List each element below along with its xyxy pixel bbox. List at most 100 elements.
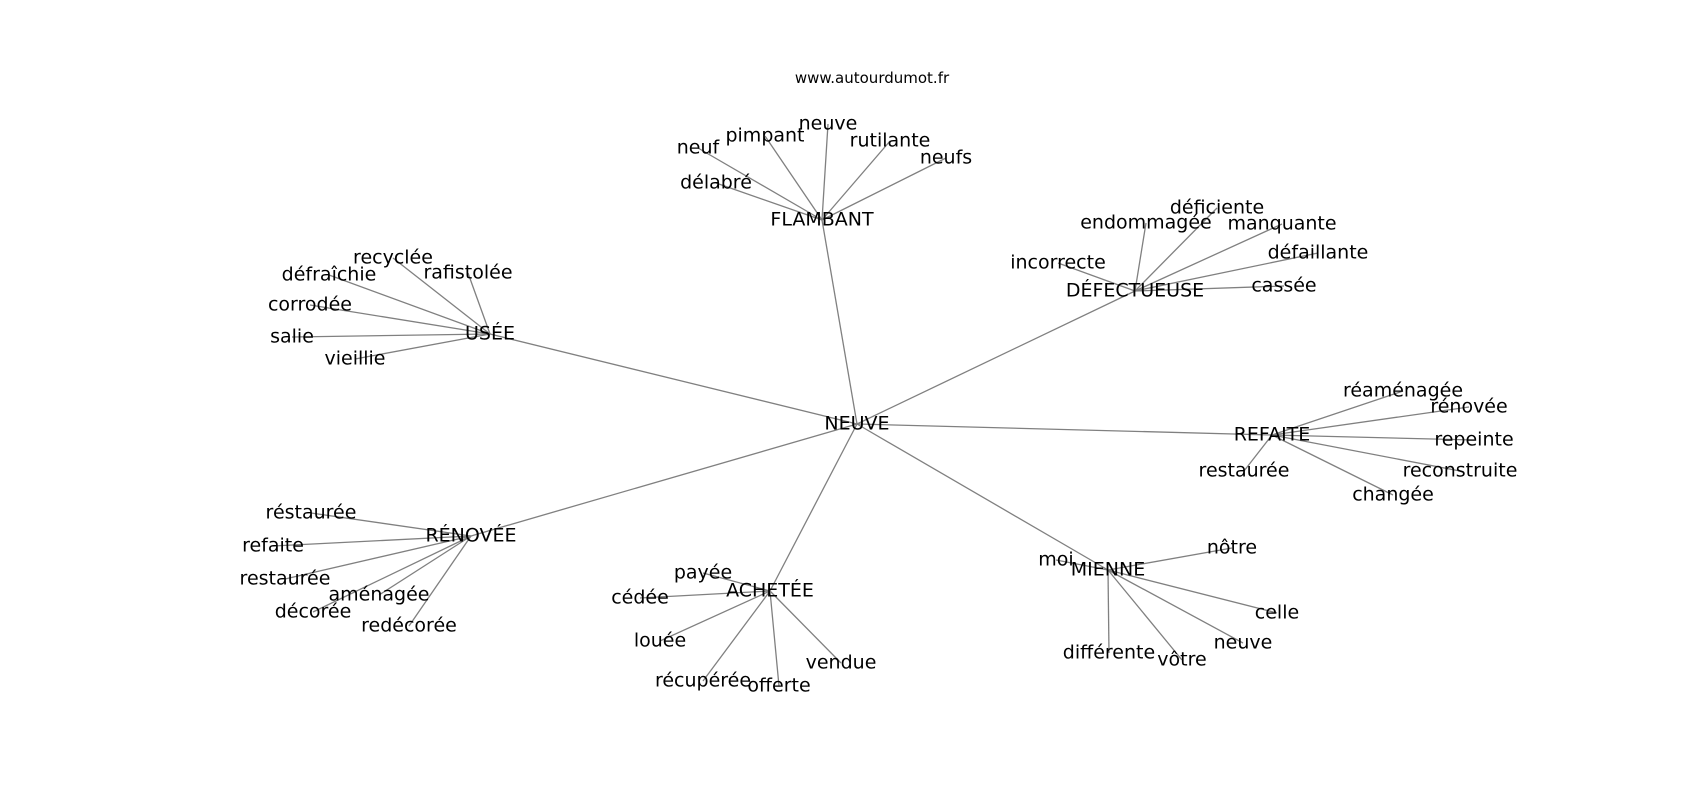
leaf-word[interactable]: défraîchie (282, 264, 377, 286)
edge-hub-2-leaf-4 (291, 333, 491, 338)
leaf-word[interactable]: manquante (1227, 213, 1336, 235)
leaf-word[interactable]: pimpant (725, 125, 804, 147)
leaf-word[interactable]: rafistolée (423, 262, 512, 284)
edge-root-1 (856, 290, 1136, 425)
leaf-word[interactable]: déficiente (1170, 197, 1264, 219)
edge-root-5 (769, 423, 858, 592)
edge-hub-0-leaf-1 (764, 135, 823, 221)
leaf-word[interactable]: changée (1352, 484, 1434, 506)
edge-hub-1-leaf-3 (1134, 252, 1319, 292)
leaf-word[interactable]: rutilante (850, 130, 931, 152)
leaf-word[interactable]: défaillante (1268, 242, 1369, 264)
label-layer: neufpimpantneuverutilanteneufsdélabréFLA… (240, 113, 1518, 697)
leaf-word[interactable]: cassée (1251, 275, 1316, 297)
leaf-word[interactable]: délabré (680, 172, 752, 194)
hub-word[interactable]: FLAMBANT (770, 209, 874, 231)
leaf-word[interactable]: neuve (1214, 632, 1273, 654)
leaf-word[interactable]: vôtre (1157, 649, 1206, 671)
edge-hub-6-leaf-4 (1107, 569, 1183, 661)
hub-word[interactable]: REFAITE (1234, 424, 1311, 446)
hub-word[interactable]: USÉE (465, 322, 515, 345)
leaf-word[interactable]: cédée (611, 587, 669, 609)
edge-hub-4-leaf-0 (310, 512, 472, 537)
edge-root-2 (489, 333, 858, 425)
edge-hub-3-leaf-2 (1271, 434, 1475, 441)
edge-hub-5-leaf-2 (659, 590, 771, 642)
edge-hub-6-leaf-1 (1107, 547, 1233, 571)
edge-hub-6-leaf-5 (1107, 569, 1110, 654)
edge-hub-1-leaf-2 (1134, 223, 1283, 292)
hub-word[interactable]: DÉFECTUEUSE (1066, 279, 1204, 302)
edge-hub-0-leaf-4 (821, 157, 947, 221)
leaf-word[interactable]: nôtre (1207, 537, 1257, 559)
leaf-word[interactable]: salie (270, 326, 314, 348)
leaf-word[interactable]: payée (674, 562, 732, 584)
leaf-word[interactable]: reconstruite (1403, 460, 1518, 482)
leaf-word[interactable]: décorée (275, 601, 352, 623)
leaf-word[interactable]: réaménagée (1343, 380, 1463, 402)
leaf-word[interactable]: rénovée (1430, 396, 1507, 418)
leaf-word[interactable]: différente (1063, 642, 1155, 664)
edge-hub-3-leaf-5 (1243, 434, 1273, 472)
edge-hub-5-leaf-1 (639, 590, 771, 599)
root-word[interactable]: NEUVE (824, 413, 889, 435)
edge-hub-3-leaf-3 (1271, 434, 1461, 472)
edge-hub-6-leaf-2 (1107, 569, 1278, 614)
edge-hub-5-leaf-0 (702, 572, 771, 592)
edge-hub-3-leaf-0 (1271, 390, 1404, 436)
leaf-word[interactable]: vieillie (324, 348, 385, 370)
leaf-word[interactable]: neuf (677, 137, 721, 159)
site-watermark: www.autourdumot.fr (795, 69, 950, 87)
leaf-word[interactable]: repeinte (1434, 429, 1513, 451)
leaf-word[interactable]: recyclée (353, 247, 433, 269)
edge-hub-2-leaf-1 (467, 272, 491, 335)
leaf-word[interactable]: corrodée (268, 294, 352, 316)
edge-root-3 (856, 423, 1273, 436)
leaf-word[interactable]: restaurée (240, 568, 331, 590)
edge-hub-0-leaf-0 (697, 147, 823, 221)
leaf-word[interactable]: louée (634, 630, 686, 652)
edge-hub-1-leaf-5 (1134, 285, 1285, 292)
leaf-word[interactable]: endommagée (1080, 212, 1212, 234)
edge-hub-6-leaf-3 (1107, 569, 1244, 644)
edge-hub-5-leaf-4 (769, 590, 780, 687)
edge-hub-2-leaf-5 (354, 333, 491, 360)
leaf-word[interactable]: aménagée (329, 584, 430, 606)
edge-root-6 (856, 423, 1109, 571)
hub-word[interactable]: ACHETÉE (726, 579, 814, 602)
leaf-word[interactable]: celle (1255, 602, 1299, 624)
edge-hub-1-leaf-1 (1134, 207, 1218, 292)
edge-hub-4-leaf-5 (408, 535, 472, 627)
edge-hub-2-leaf-3 (309, 304, 491, 335)
leaf-word[interactable]: neuve (799, 113, 858, 135)
edge-hub-1-leaf-4 (1057, 262, 1136, 292)
leaf-word[interactable]: redécorée (361, 615, 457, 637)
edge-hub-5-leaf-3 (702, 590, 771, 682)
edge-hub-0-leaf-3 (821, 140, 891, 221)
edge-hub-4-leaf-4 (312, 535, 472, 613)
edge-layer (272, 123, 1475, 687)
leaf-word[interactable]: réstaurée (266, 502, 357, 524)
edge-hub-6-leaf-0 (1055, 559, 1109, 571)
edge-hub-3-leaf-4 (1271, 434, 1394, 496)
edge-hub-3-leaf-1 (1271, 406, 1470, 436)
leaf-word[interactable]: incorrecte (1010, 252, 1106, 274)
leaf-word[interactable]: restaurée (1199, 460, 1290, 482)
edge-hub-4-leaf-1 (272, 535, 472, 547)
leaf-word[interactable]: vendue (806, 652, 877, 674)
hub-word[interactable]: RÉNOVÉE (425, 524, 516, 547)
edge-hub-4-leaf-2 (284, 535, 472, 580)
edge-hub-2-leaf-2 (328, 274, 491, 335)
hub-word[interactable]: MIENNE (1071, 559, 1145, 581)
edge-root-4 (470, 423, 858, 537)
leaf-word[interactable]: refaite (242, 535, 304, 557)
leaf-word[interactable]: moi (1038, 549, 1073, 571)
edge-hub-5-leaf-5 (769, 590, 842, 664)
edge-hub-0-leaf-2 (821, 123, 829, 221)
leaf-word[interactable]: récupérée (655, 670, 751, 692)
edge-hub-1-leaf-0 (1134, 222, 1147, 292)
leaf-word[interactable]: neufs (920, 147, 972, 169)
edge-hub-4-leaf-3 (378, 535, 472, 596)
leaf-word[interactable]: offerte (747, 675, 810, 697)
